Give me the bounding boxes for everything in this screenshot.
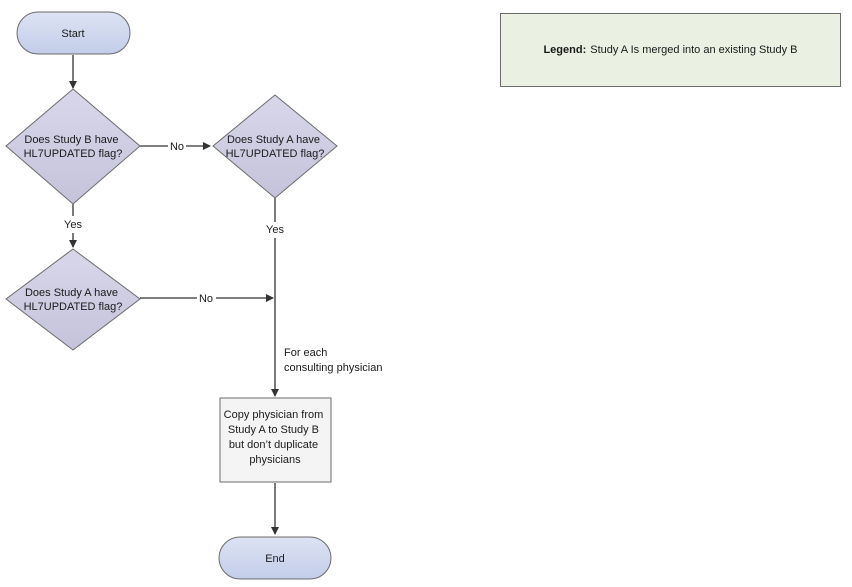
legend-text: Study A Is merged into an existing Study… <box>590 44 798 56</box>
start-terminal <box>16 11 131 55</box>
loop-line-1: For each <box>284 347 327 359</box>
loop-line-2: consulting physician <box>284 362 382 374</box>
edge-label-loop: For each consulting physician <box>284 347 382 374</box>
process-line-4: physicians <box>249 454 301 466</box>
decision3-line-2: HL7UPDATED flag? <box>24 301 123 313</box>
decision3-line-1: Does Study A have <box>25 287 118 299</box>
process-line-3: but don’t duplicate <box>229 439 318 451</box>
process-line-1: Copy physician from <box>224 409 324 421</box>
decision2-diamond <box>212 94 338 199</box>
decision3-label: Does Study A have HL7UPDATED flag? <box>24 287 123 313</box>
end-terminal <box>218 536 332 580</box>
start-label: Start <box>61 28 84 40</box>
decision1-line-2: HL7UPDATED flag? <box>24 148 123 160</box>
edge-label-d3-no: No <box>199 293 213 305</box>
decision1-line-1: Does Study B have <box>24 134 118 146</box>
decision1-diamond <box>5 88 141 205</box>
edge-label-d1-no: No <box>170 141 184 153</box>
legend-label: Legend: <box>543 44 587 56</box>
end-label: End <box>265 553 285 565</box>
edge-label-d1-yes: Yes <box>64 219 82 231</box>
legend-box: Legend: Study A Is merged into an existi… <box>500 13 841 87</box>
decision2-line-1: Does Study A have <box>227 134 320 146</box>
decision3-diamond <box>5 248 141 351</box>
process-line-2: Study A to Study B <box>228 424 319 436</box>
process-box <box>219 397 332 483</box>
process-label: Copy physician from Study A to Study B b… <box>224 409 327 466</box>
decision1-label: Does Study B have HL7UPDATED flag? <box>24 134 123 160</box>
decision2-line-2: HL7UPDATED flag? <box>226 148 325 160</box>
decision2-label: Does Study A have HL7UPDATED flag? <box>226 134 325 160</box>
edge-label-d2-yes: Yes <box>266 224 284 236</box>
